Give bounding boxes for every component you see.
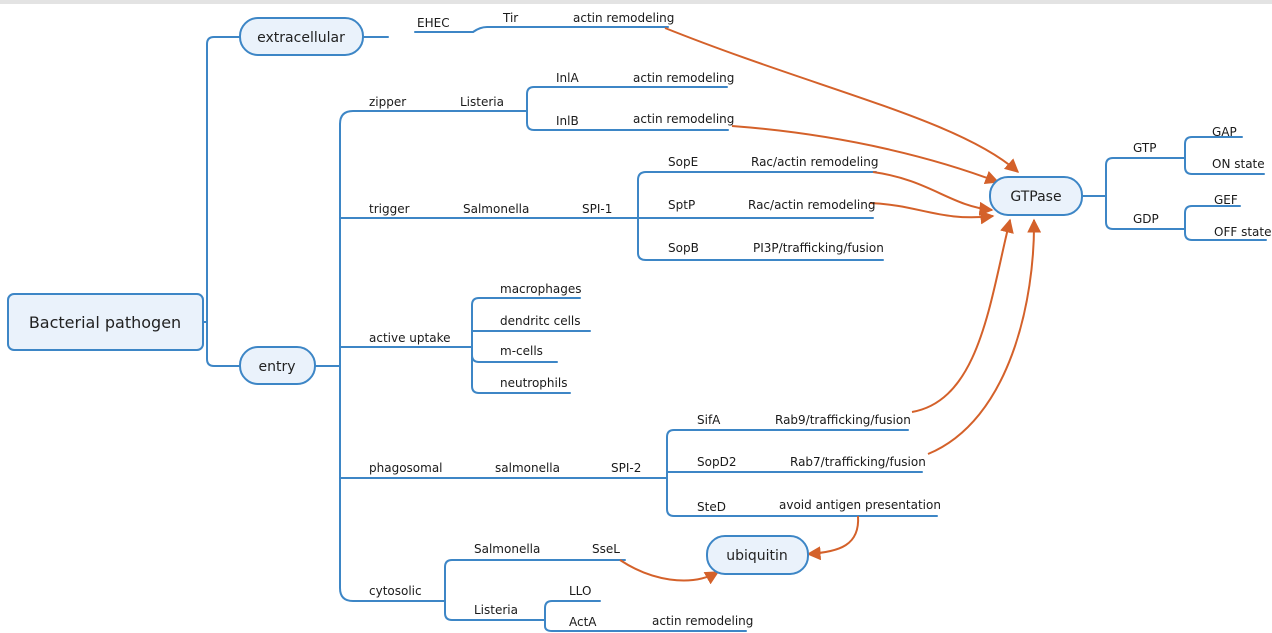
- branch-lines: [202, 26, 1267, 632]
- on-state-label[interactable]: ON state: [1212, 157, 1265, 171]
- sope-effect-label[interactable]: Rac/actin remodeling: [751, 155, 878, 169]
- arrow-inlb-to-gtpase: [731, 125, 1000, 185]
- sifa-effect-label[interactable]: Rab9/trafficking/fusion: [775, 413, 911, 427]
- arrow-sifa-to-gtpase: [911, 218, 1014, 413]
- inla-effect-label[interactable]: actin remodeling: [633, 71, 734, 85]
- neutrophils-label[interactable]: neutrophils: [500, 376, 567, 390]
- top-toolbar-strip: [0, 0, 1272, 4]
- cytosolic-listeria-label[interactable]: Listeria: [474, 603, 518, 617]
- sifa-label[interactable]: SifA: [697, 413, 721, 427]
- tir-label[interactable]: Tir: [502, 11, 518, 25]
- arrow-sopd2-to-gtpase: [927, 218, 1042, 455]
- macrophages-label[interactable]: macrophages: [500, 282, 581, 296]
- gap-label[interactable]: GAP: [1212, 125, 1237, 139]
- entry-label: entry: [258, 359, 295, 375]
- ehec-label[interactable]: EHEC: [417, 16, 450, 30]
- trigger-label[interactable]: trigger: [369, 202, 410, 216]
- sted-effect-label[interactable]: avoid antigen presentation: [779, 498, 941, 512]
- cytosolic-label[interactable]: cytosolic: [369, 584, 422, 598]
- spi1-label[interactable]: SPI-1: [582, 202, 612, 216]
- sopd2-label[interactable]: SopD2: [697, 455, 736, 469]
- root-node[interactable]: Bacterial pathogen: [7, 293, 204, 351]
- topic-labels: EHEC Tir actin remodeling zipper Listeri…: [369, 11, 1271, 629]
- arrow-sted-to-ubiquitin: [806, 515, 860, 561]
- gtp-label[interactable]: GTP: [1133, 141, 1156, 155]
- acta-effect-label[interactable]: actin remodeling: [652, 614, 753, 628]
- active-uptake-label[interactable]: active uptake: [369, 331, 450, 345]
- inlb-effect-label[interactable]: actin remodeling: [633, 112, 734, 126]
- m-cells-label[interactable]: m-cells: [500, 344, 543, 358]
- sted-label[interactable]: SteD: [697, 500, 726, 514]
- phagosomal-label[interactable]: phagosomal: [369, 461, 443, 475]
- sptp-effect-label[interactable]: Rac/actin remodeling: [748, 198, 875, 212]
- sptp-label[interactable]: SptP: [668, 198, 695, 212]
- root-label: Bacterial pathogen: [29, 313, 181, 332]
- ubiquitin-node[interactable]: ubiquitin: [706, 535, 809, 575]
- sopd2-effect-label[interactable]: Rab7/trafficking/fusion: [790, 455, 926, 469]
- zipper-label[interactable]: zipper: [369, 95, 406, 109]
- zipper-listeria-label[interactable]: Listeria: [460, 95, 504, 109]
- tir-effect-label[interactable]: actin remodeling: [573, 11, 674, 25]
- sope-label[interactable]: SopE: [668, 155, 698, 169]
- relationship-arrows: [619, 27, 1042, 585]
- gef-label[interactable]: GEF: [1214, 193, 1238, 207]
- inla-label[interactable]: InlA: [556, 71, 579, 85]
- extracellular-label: extracellular: [257, 30, 345, 46]
- sopb-label[interactable]: SopB: [668, 241, 699, 255]
- arrow-sptp-to-gtpase: [869, 202, 995, 225]
- extracellular-node[interactable]: extracellular: [239, 17, 364, 56]
- spi2-label[interactable]: SPI-2: [611, 461, 641, 475]
- trigger-salmonella-label[interactable]: Salmonella: [463, 202, 529, 216]
- acta-label[interactable]: ActA: [569, 615, 597, 629]
- inlb-label[interactable]: InlB: [556, 114, 579, 128]
- dendritic-cells-label[interactable]: dendritc cells: [500, 314, 581, 328]
- ubiquitin-label: ubiquitin: [726, 548, 788, 564]
- arrow-sope-to-gtpase: [872, 171, 994, 216]
- entry-node[interactable]: entry: [239, 346, 316, 385]
- arrow-tir-to-gtpase: [664, 27, 1020, 173]
- phagosomal-salmonella-label[interactable]: salmonella: [495, 461, 560, 475]
- ssel-label[interactable]: SseL: [592, 542, 620, 556]
- gdp-label[interactable]: GDP: [1133, 212, 1159, 226]
- arrow-ssel-to-ubiquitin: [619, 559, 720, 585]
- sopb-effect-label[interactable]: PI3P/trafficking/fusion: [753, 241, 884, 255]
- llo-label[interactable]: LLO: [569, 584, 591, 598]
- gtpase-label: GTPase: [1010, 189, 1061, 205]
- off-state-label[interactable]: OFF state: [1214, 225, 1271, 239]
- gtpase-node[interactable]: GTPase: [989, 176, 1083, 216]
- cytosolic-salmonella-label[interactable]: Salmonella: [474, 542, 540, 556]
